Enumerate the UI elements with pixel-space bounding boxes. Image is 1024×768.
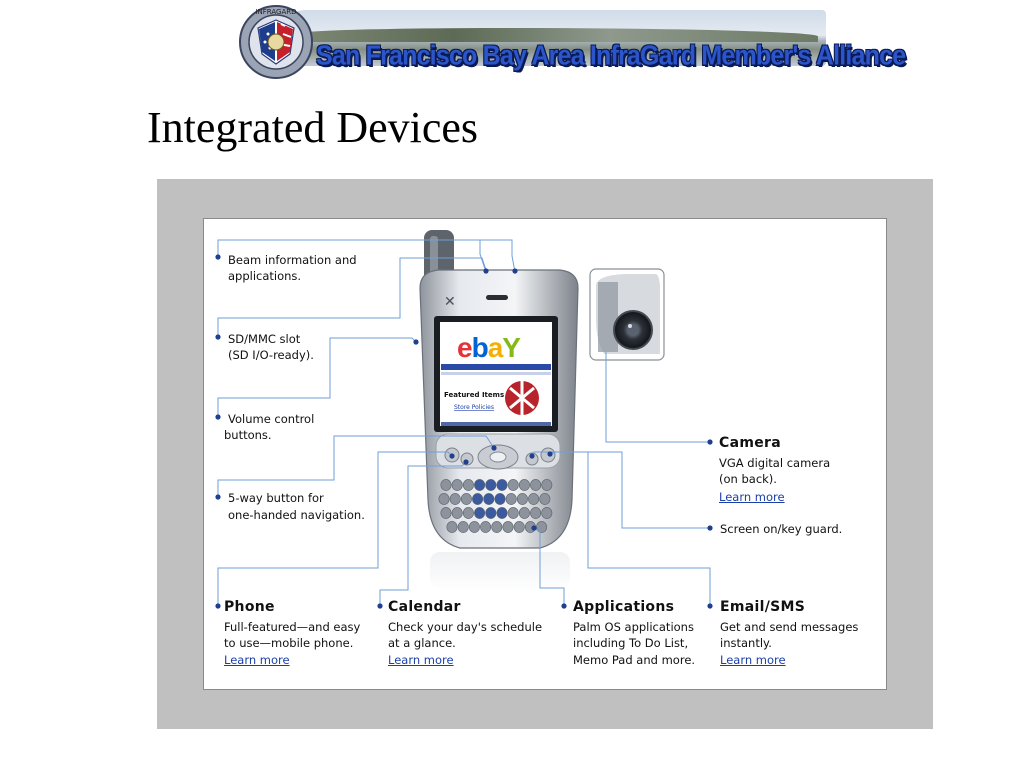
sdmmc-callout-line-1: SD/MMC slot	[228, 332, 301, 346]
keyboard-key	[530, 507, 542, 519]
qwerty-keyboard	[438, 479, 553, 533]
beam-callout-line-1: Beam information and	[228, 253, 357, 267]
phone-callout-line-1: Full-featured—and easy	[224, 620, 361, 634]
slide-title: Integrated Devices	[147, 103, 479, 152]
phone-callout-line-2: to use—mobile phone.	[224, 636, 354, 650]
beam-callout-line-2: applications.	[228, 269, 302, 283]
keyboard-key	[474, 507, 486, 519]
keyboard-key	[516, 493, 528, 505]
camera-learn-more-link[interactable]: Learn more	[719, 490, 785, 504]
camera-callout-title: Camera	[719, 435, 781, 451]
keyboard-key	[528, 493, 540, 505]
email-button	[525, 452, 539, 466]
infragard-seal-logo: INFRAGARD	[239, 5, 313, 79]
keyboard-key	[485, 479, 497, 491]
palm-logo-icon: ✕	[444, 294, 456, 310]
calendar-callout-title: Calendar	[388, 599, 461, 615]
camera-callout-line-2: (on back).	[719, 472, 777, 486]
screen-nav-bar	[441, 364, 551, 370]
calendar-learn-more-link[interactable]: Learn more	[388, 653, 454, 667]
keyboard-key	[491, 521, 503, 533]
seal-text: INFRAGARD	[255, 8, 296, 16]
keyboard-key	[530, 479, 542, 491]
volume-callout-line-2: buttons.	[224, 428, 272, 442]
fiveway-callout-line-2: one-handed navigation.	[228, 508, 365, 522]
fiveway-callout-line-1: 5-way button for	[228, 491, 324, 505]
keyboard-key	[480, 521, 492, 533]
keyboard-key	[496, 507, 508, 519]
phone-callout-title: Phone	[224, 599, 275, 615]
keyboard-key	[502, 521, 514, 533]
keyboard-key	[440, 479, 452, 491]
email-learn-more-link[interactable]: Learn more	[720, 653, 786, 667]
email-callout-line-1: Get and send messages	[720, 620, 859, 634]
keyboard-key	[496, 479, 508, 491]
email-callout-title: Email/SMS	[720, 599, 806, 615]
banner-title: San Francisco Bay Area InfraGard Member'…	[316, 40, 906, 72]
screen-ebay-logo: ebaY	[457, 332, 521, 363]
sdmmc-callout-line-2: (SD I/O-ready).	[228, 348, 314, 362]
keyboard-key	[483, 493, 495, 505]
leader-lines	[217, 239, 711, 604]
keyboard-key	[518, 479, 530, 491]
keyboard-key	[539, 493, 551, 505]
keyboard-key	[518, 507, 530, 519]
keyboard-key	[513, 521, 525, 533]
keyboard-key	[507, 507, 519, 519]
keyboard-key	[494, 493, 506, 505]
applications-callout-line-2: including To Do List,	[573, 636, 689, 650]
keyboard-key	[451, 507, 463, 519]
keyboard-key	[462, 479, 474, 491]
calendar-callout-line-1: Check your day's schedule	[388, 620, 543, 634]
keyboard-key	[485, 507, 497, 519]
keyboard-key	[507, 479, 519, 491]
keyboard-key	[468, 521, 480, 533]
keyboard-key	[446, 521, 458, 533]
phone-learn-more-link[interactable]: Learn more	[224, 653, 290, 667]
callout-dots	[215, 254, 713, 609]
bay-hills-photo	[298, 28, 818, 42]
speaker-grille	[486, 295, 508, 300]
keyboard-key	[505, 493, 517, 505]
camera-callout-line-1: VGA digital camera	[719, 456, 831, 470]
header-banner: INFRAGARD San Francisco Bay Area InfraGa…	[238, 4, 906, 80]
volume-callout-line-1: Volume control	[228, 412, 315, 426]
email-callout-line-2: instantly.	[720, 636, 772, 650]
applications-callout-line-3: Memo Pad and more.	[573, 653, 696, 667]
keyboard-key	[449, 493, 461, 505]
keyboard-key	[451, 479, 463, 491]
keyboard-key	[440, 507, 452, 519]
keyboard-key	[472, 493, 484, 505]
applications-callout-title: Applications	[573, 599, 675, 615]
screen-featured-heading: Featured Items	[444, 391, 504, 399]
keyboard-key	[541, 507, 553, 519]
keyboard-key	[541, 479, 553, 491]
keyboard-key	[474, 479, 486, 491]
keyboard-key	[457, 521, 469, 533]
screen-store-link: Store Policies	[454, 404, 494, 411]
keyboard-key	[460, 493, 472, 505]
keyboard-key	[438, 493, 450, 505]
applications-callout-line-1: Palm OS applications	[573, 620, 694, 634]
screen-key-callout: Screen on/key guard.	[720, 522, 843, 536]
keyboard-key	[462, 507, 474, 519]
calendar-callout-line-2: at a glance.	[388, 636, 456, 650]
